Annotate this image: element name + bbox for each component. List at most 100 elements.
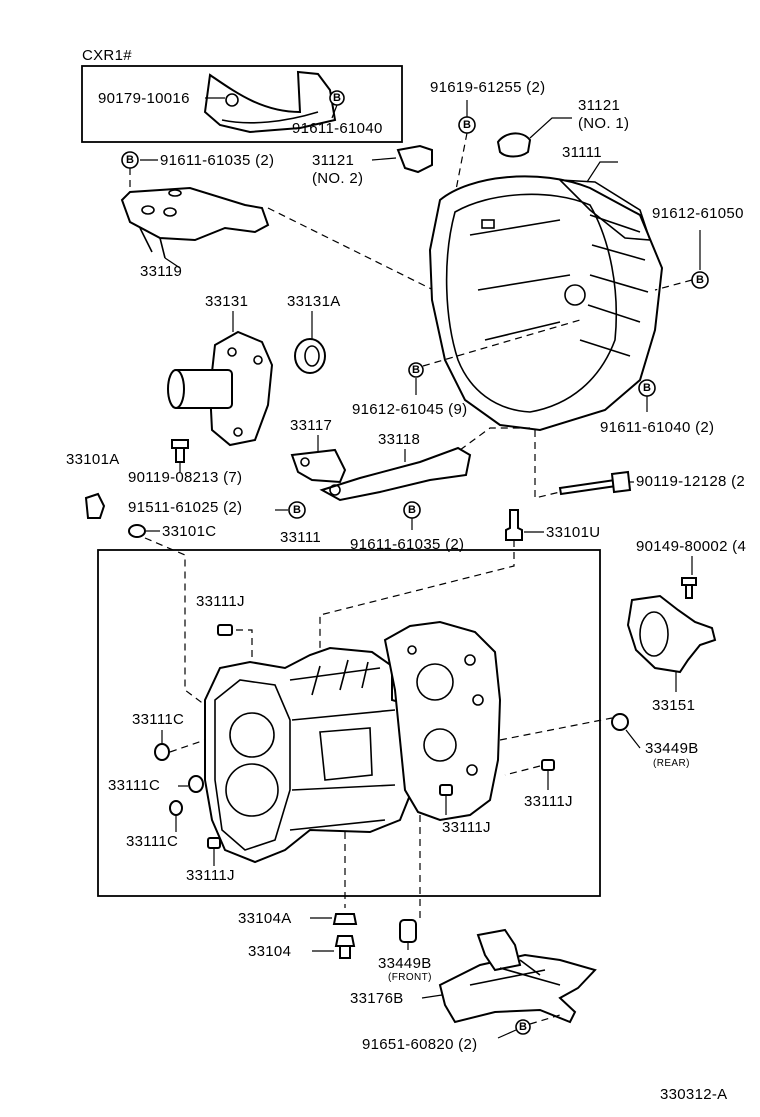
dash-33449b-rear — [499, 717, 613, 741]
bracket-hole-2 — [163, 207, 177, 217]
label-91619-61255: 91619-61255 (2) — [430, 79, 545, 96]
bolt-90149-80002 — [681, 577, 697, 599]
figure-code: 330312-A — [660, 1086, 727, 1103]
svg-text:B: B — [519, 1021, 527, 1033]
bellhousing-inner-ribs — [469, 219, 571, 341]
leader-33119 — [164, 257, 181, 269]
case-rear-hole-4 — [407, 645, 417, 655]
svg-text:B: B — [463, 119, 471, 131]
inset-bolt-head — [225, 93, 239, 107]
bottom-components: 33104A 33104 33449B (FRONT) 33176B B 916… — [238, 910, 727, 1103]
inset-cxr1: CXR1# 90179-10016 B 91611-61040 — [81, 47, 403, 143]
dash-33111j-top — [236, 629, 253, 665]
label-33449b-rear-note: (REAR) — [653, 758, 690, 769]
inset-housing-flange — [221, 111, 319, 124]
label-91511-61025: 91511-61025 (2) — [128, 499, 242, 516]
case-rear-bore-lower — [423, 728, 457, 762]
label-90149-80002: 90149-80002 (4 — [636, 538, 746, 555]
bolt-90119-08213 — [171, 439, 189, 463]
dash-33101c — [144, 537, 206, 706]
part-31111-bellhousing: 91619-61255 (2) B 31121 (NO. 1) 31121 (N… — [312, 79, 744, 432]
label-91612-61050: 91612-61050 — [652, 205, 744, 222]
bracket-hole-3 — [168, 189, 182, 197]
label-33111c-3: 33111C — [126, 833, 178, 850]
pin-33111j-top — [217, 624, 233, 636]
label-90179-10016: 90179-10016 — [98, 90, 190, 107]
label-33176b: 33176B — [350, 990, 404, 1007]
bolt-b-marker-91612-61045: B — [408, 362, 424, 378]
cover-33176b-tab — [476, 928, 522, 972]
plug-33104 — [334, 935, 356, 959]
label-33449b-front: 33449B — [378, 955, 432, 972]
label-91612-61045: 91612-61045 (9) — [352, 401, 467, 418]
svg-text:B: B — [412, 364, 420, 376]
grommet-31121-no1 — [496, 132, 532, 158]
svg-text:B: B — [293, 504, 301, 516]
label-33111j-right: 33111J — [524, 793, 573, 810]
label-33449b-front-note: (FRONT) — [388, 972, 432, 983]
leader-31121-no2 — [371, 157, 397, 161]
svg-text:B: B — [333, 92, 341, 104]
case-rear-plate — [383, 620, 502, 822]
dash-bracket-to-bellhousing — [267, 207, 511, 329]
retainer-33151-bore — [639, 611, 669, 657]
bolt-b-marker-91611-61035-top: B — [121, 151, 139, 169]
dowel-33111c-1 — [154, 743, 170, 761]
label-33101c: 33101C — [162, 523, 216, 540]
case-box-frame — [97, 549, 601, 897]
retainer-hole-3 — [233, 427, 243, 437]
rear-components: 90149-80002 (4 33151 33449B (REAR) — [611, 538, 746, 769]
label-33118: 33118 — [378, 431, 420, 448]
label-33111j-top: 33111J — [196, 593, 245, 610]
label-33111j-mid: 33111J — [442, 819, 491, 836]
inset-title: CXR1# — [82, 47, 132, 64]
washer-33101c — [128, 524, 146, 538]
bolt-b-marker-91611-61040-mid: B — [638, 379, 656, 397]
bellhousing-rear-section — [557, 179, 652, 241]
svg-text:B: B — [408, 504, 416, 516]
label-91611-61040-mid: 91611-61040 (2) — [600, 419, 714, 436]
part-33119-bracket: B 91611-61035 (2) 33119 — [120, 151, 511, 329]
label-33111c-1: 33111C — [132, 711, 184, 728]
retainer-flange — [208, 330, 274, 447]
label-33151: 33151 — [652, 697, 695, 714]
dash-91619 — [454, 132, 468, 196]
retainer-hole-2 — [253, 355, 263, 365]
retainer-shaft-end — [167, 369, 185, 409]
label-31121-no2: 31121 — [312, 152, 354, 169]
svg-text:B: B — [696, 274, 704, 286]
case-ribs — [289, 667, 396, 831]
dash-33111j-right — [504, 765, 541, 776]
label-31121-no1-note: (NO. 1) — [578, 115, 629, 132]
case-front-face — [214, 679, 291, 851]
bolt-90119-12128-shank — [558, 478, 618, 496]
dash-33118 — [459, 427, 530, 451]
breather-33101u — [505, 509, 523, 541]
case-rear-hole-2 — [472, 694, 484, 706]
label-33111: 33111 — [280, 529, 321, 546]
label-31121-no2-note: (NO. 2) — [312, 170, 363, 187]
case-top-ribs — [311, 659, 369, 696]
svg-text:B: B — [643, 382, 651, 394]
bolt-90119-12128-head — [610, 470, 632, 494]
label-91611-61040-inset: 91611-61040 — [292, 120, 383, 137]
label-91611-61035-mid: 91611-61035 (2) — [350, 536, 464, 553]
pin-33111j-bottom — [207, 837, 221, 849]
case-side-window — [319, 727, 373, 781]
dash-90119-12128 — [534, 430, 561, 499]
case-front-bore-upper — [229, 712, 275, 758]
seal-33131a-inner — [304, 345, 320, 367]
bellhousing-outer-flange — [428, 175, 664, 432]
inset-leader-91611 — [331, 104, 338, 119]
bolt-b-marker-91619: B — [458, 116, 476, 134]
svg-text:B: B — [126, 154, 134, 166]
dash-33101u — [319, 540, 515, 650]
leader-31121-no1 — [529, 117, 572, 139]
label-33104: 33104 — [248, 943, 291, 960]
dash-33111c-1 — [169, 739, 206, 753]
seal-33131a — [294, 338, 326, 374]
retainer-hole-1 — [227, 347, 237, 357]
label-33104a: 33104A — [238, 910, 292, 927]
label-91651-60820: 91651-60820 (2) — [362, 1036, 477, 1053]
